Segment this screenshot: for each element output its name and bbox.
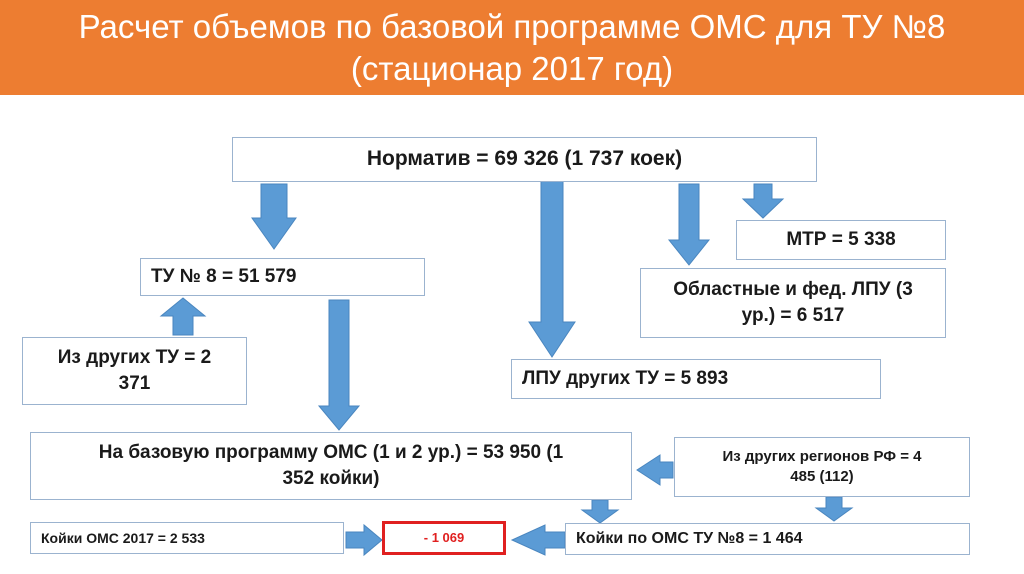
tu8-box: ТУ № 8 = 51 579 <box>140 258 425 296</box>
regions-label-line-2: 485 (112) <box>790 468 854 485</box>
arrow-regions-to-beds-tu8 <box>814 496 854 522</box>
arrow-normativ-to-lpu-other <box>528 179 576 358</box>
tu8-label: ТУ № 8 = 51 579 <box>151 266 297 288</box>
slide-header: Расчет объемов по базовой программе ОМС … <box>0 0 1024 95</box>
arrow-iz-tu-to-tu8 <box>159 297 207 336</box>
lpu-other-box: ЛПУ других ТУ = 5 893 <box>511 359 881 399</box>
arrow-regions-to-base <box>636 454 674 486</box>
normativ-label: Норматив = 69 326 (1 737 коек) <box>366 147 683 171</box>
beds-tu8-box: Койки по ОМС ТУ №8 = 1 464 <box>565 523 970 555</box>
oblast-label-line-2: ур.) = 6 517 <box>741 305 845 326</box>
base-program-label-line-1: На базовую программу ОМС (1 и 2 ур.) = 5… <box>98 442 564 464</box>
arrow-normativ-to-oblast <box>667 183 711 266</box>
oblast-box: Областные и фед. ЛПУ (3 ур.) = 6 517 <box>640 268 946 338</box>
slide-title-line-1: Расчет объемов по базовой программе ОМС … <box>78 8 946 45</box>
slide-title-line-2: (стационар 2017 год) <box>350 50 674 87</box>
base-program-label-line-2: 352 койки) <box>282 468 380 489</box>
beds-2017-label: Койки ОМС 2017 = 2 533 <box>41 529 205 546</box>
arrow-beds-2017-to-difference <box>345 523 383 557</box>
arrow-beds-tu8-to-difference <box>510 524 566 556</box>
arrow-tu8-to-base <box>317 299 361 431</box>
regions-label-line-1: Из других регионов РФ = 4 <box>722 447 922 465</box>
beds-2017-box: Койки ОМС 2017 = 2 533 <box>30 522 344 554</box>
regions-box: Из других регионов РФ = 4 485 (112) <box>674 437 970 497</box>
iz-tu-label-line-2: 371 <box>118 373 151 394</box>
difference-label: - 1 069 <box>423 530 465 546</box>
arrow-normativ-to-mtr <box>741 183 785 219</box>
arrow-normativ-to-tu8 <box>251 183 297 250</box>
arrow-base-to-beds-tu8 <box>580 499 620 524</box>
base-program-box: На базовую программу ОМС (1 и 2 ур.) = 5… <box>30 432 632 500</box>
iz-tu-box: Из других ТУ = 2 371 <box>22 337 247 405</box>
normativ-box: Норматив = 69 326 (1 737 коек) <box>232 137 817 182</box>
beds-tu8-label: Койки по ОМС ТУ №8 = 1 464 <box>576 530 803 548</box>
lpu-other-label: ЛПУ других ТУ = 5 893 <box>522 368 729 390</box>
difference-box: - 1 069 <box>382 521 506 555</box>
mtr-box: МТР = 5 338 <box>736 220 946 260</box>
mtr-label: МТР = 5 338 <box>786 229 896 251</box>
oblast-label-line-1: Областные и фед. ЛПУ (3 <box>673 279 913 301</box>
iz-tu-label-line-1: Из других ТУ = 2 <box>57 347 212 369</box>
